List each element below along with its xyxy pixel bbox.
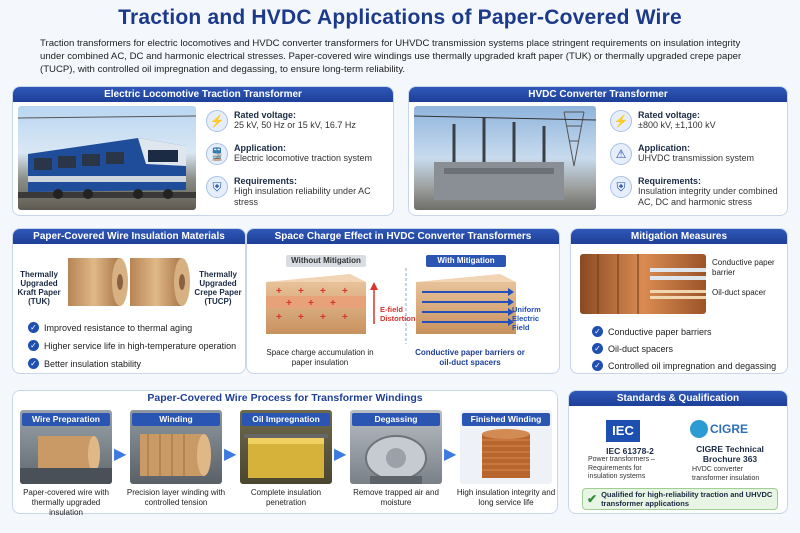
intro-text: Traction transformers for electric locom…: [40, 38, 742, 75]
page-title: Traction and HVDC Applications of Paper-…: [118, 6, 682, 29]
materials-card: Paper-Covered Wire Insulation Materials: [12, 228, 246, 374]
mitigation-item: ✓Oil-duct spacers: [592, 343, 673, 354]
traction-header: Electric Locomotive Traction Transformer: [13, 87, 393, 102]
step-wire-preparation: Wire Preparation: [22, 413, 110, 426]
shield-icon: ⛨: [206, 176, 228, 198]
mitigation-header: Mitigation Measures: [571, 229, 787, 244]
efield-label: E-field Distortion: [380, 305, 416, 323]
arrow-right-icon: ▶: [114, 446, 127, 463]
check-icon: ✓: [592, 360, 603, 371]
arrow-right-icon: ▶: [224, 446, 237, 463]
bolt-icon: ⚡: [610, 110, 632, 132]
svg-text:+: +: [286, 298, 292, 309]
converter-station-image: [414, 106, 596, 210]
winding-section-drawing: [580, 254, 706, 314]
cigre-logo: CIGRE: [710, 422, 749, 436]
locomotive-icon: 🚆: [206, 143, 228, 165]
svg-text:+: +: [298, 312, 304, 323]
svg-text:+: +: [330, 298, 336, 309]
iec-code: IEC 61378-2: [606, 446, 654, 456]
cigre-title: CIGRE Technical Brochure 363: [696, 444, 764, 464]
step-caption: Paper-covered wire with thermally upgrad…: [23, 488, 109, 517]
pylon-icon: ⚠: [610, 143, 632, 165]
tucp-label: Thermally Upgraded Crepe Paper (TUCP): [194, 270, 242, 306]
without-caption: Space charge accumulation in paper insul…: [266, 348, 374, 367]
mitigation-item: ✓Controlled oil impregnation and degassi…: [592, 360, 776, 371]
svg-text:+: +: [308, 298, 314, 309]
cigre-description: HVDC converter transformer insulation: [692, 466, 760, 482]
qualified-banner: ✔ Qualified for high-reliability tractio…: [582, 488, 778, 510]
hvdc-header: HVDC Converter Transformer: [409, 87, 787, 102]
hvdc-application-row: ⚠ Application:UHVDC transmission system: [610, 143, 784, 165]
locomotive-drawing: [18, 115, 196, 199]
locomotive-image: [18, 106, 196, 210]
step-winding: Winding: [132, 413, 220, 426]
space-charge-diagram: + + + + + + + + + + +: [266, 268, 516, 344]
space-charge-header: Space Charge Effect in HVDC Converter Tr…: [247, 229, 559, 244]
mitigation-item: ✓Conductive paper barriers: [592, 326, 712, 337]
check-icon: ✓: [28, 322, 39, 333]
benefit-item: ✓Improved resistance to thermal aging: [28, 322, 192, 333]
svg-text:+: +: [276, 286, 282, 297]
step-degassing: Degassing: [352, 413, 440, 426]
with-caption: Conductive paper barriers or oil-duct sp…: [415, 348, 525, 367]
svg-text:+: +: [276, 312, 282, 323]
traction-application-row: 🚆 Application:Electric locomotive tracti…: [206, 143, 390, 165]
check-icon: ✓: [592, 343, 603, 354]
svg-text:+: +: [320, 312, 326, 323]
check-icon: ✓: [28, 340, 39, 351]
svg-text:+: +: [342, 312, 348, 323]
uniform-field-label: Uniform Electric Field: [512, 305, 541, 332]
standards-header: Standards & Qualification: [569, 391, 787, 406]
bolt-icon: ⚡: [206, 110, 228, 132]
svg-text:+: +: [320, 286, 326, 297]
tuk-label: Thermally Upgraded Kraft Paper (TUK): [17, 270, 61, 306]
check-icon: ✓: [592, 326, 603, 337]
hvdc-requirements-row: ⛨ Requirements:Insulation integrity unde…: [610, 176, 784, 208]
step-caption: High insulation integrity and long servi…: [456, 488, 556, 507]
materials-header: Paper-Covered Wire Insulation Materials: [13, 229, 245, 244]
process-header: Paper-Covered Wire Process for Transform…: [13, 391, 557, 406]
cigre-logo-icon: [690, 420, 708, 438]
step-finished-winding: Finished Winding: [462, 413, 550, 426]
step-oil-impregnation: Oil Impregnation: [242, 413, 330, 426]
check-icon: ✓: [28, 358, 39, 369]
step-caption: Remove trapped air and moisture: [353, 488, 439, 507]
paper-rolls-drawing: [68, 258, 190, 306]
traction-voltage-row: ⚡ Rated voltage:25 kV, 50 Hz or 15 kV, 1…: [206, 110, 390, 132]
svg-text:+: +: [298, 286, 304, 297]
without-mitigation-tag: Without Mitigation: [286, 255, 366, 267]
with-mitigation-tag: With Mitigation: [426, 255, 506, 267]
oil-duct-label: Oil-duct spacer: [712, 288, 766, 297]
iec-description: Power transformers – Requirements for in…: [588, 456, 655, 480]
step-caption: Precision layer winding with controlled …: [126, 488, 226, 507]
check-icon: ✔: [587, 492, 598, 506]
step-caption: Complete insulation penetration: [250, 488, 322, 507]
iec-logo: IEC: [606, 420, 640, 442]
hvdc-voltage-row: ⚡ Rated voltage:±800 kV, ±1,100 kV: [610, 110, 784, 132]
svg-text:+: +: [342, 286, 348, 297]
arrow-right-icon: ▶: [334, 446, 347, 463]
substation-drawing: [414, 111, 596, 200]
benefit-item: ✓Better insulation stability: [28, 358, 141, 369]
traction-requirements-row: ⛨ Requirements:High insulation reliabili…: [206, 176, 390, 208]
arrow-right-icon: ▶: [444, 446, 457, 463]
benefit-item: ✓Higher service life in high-temperature…: [28, 340, 236, 351]
shield-icon: ⛨: [610, 176, 632, 198]
conductive-barrier-label: Conductive paper barrier: [712, 258, 775, 277]
